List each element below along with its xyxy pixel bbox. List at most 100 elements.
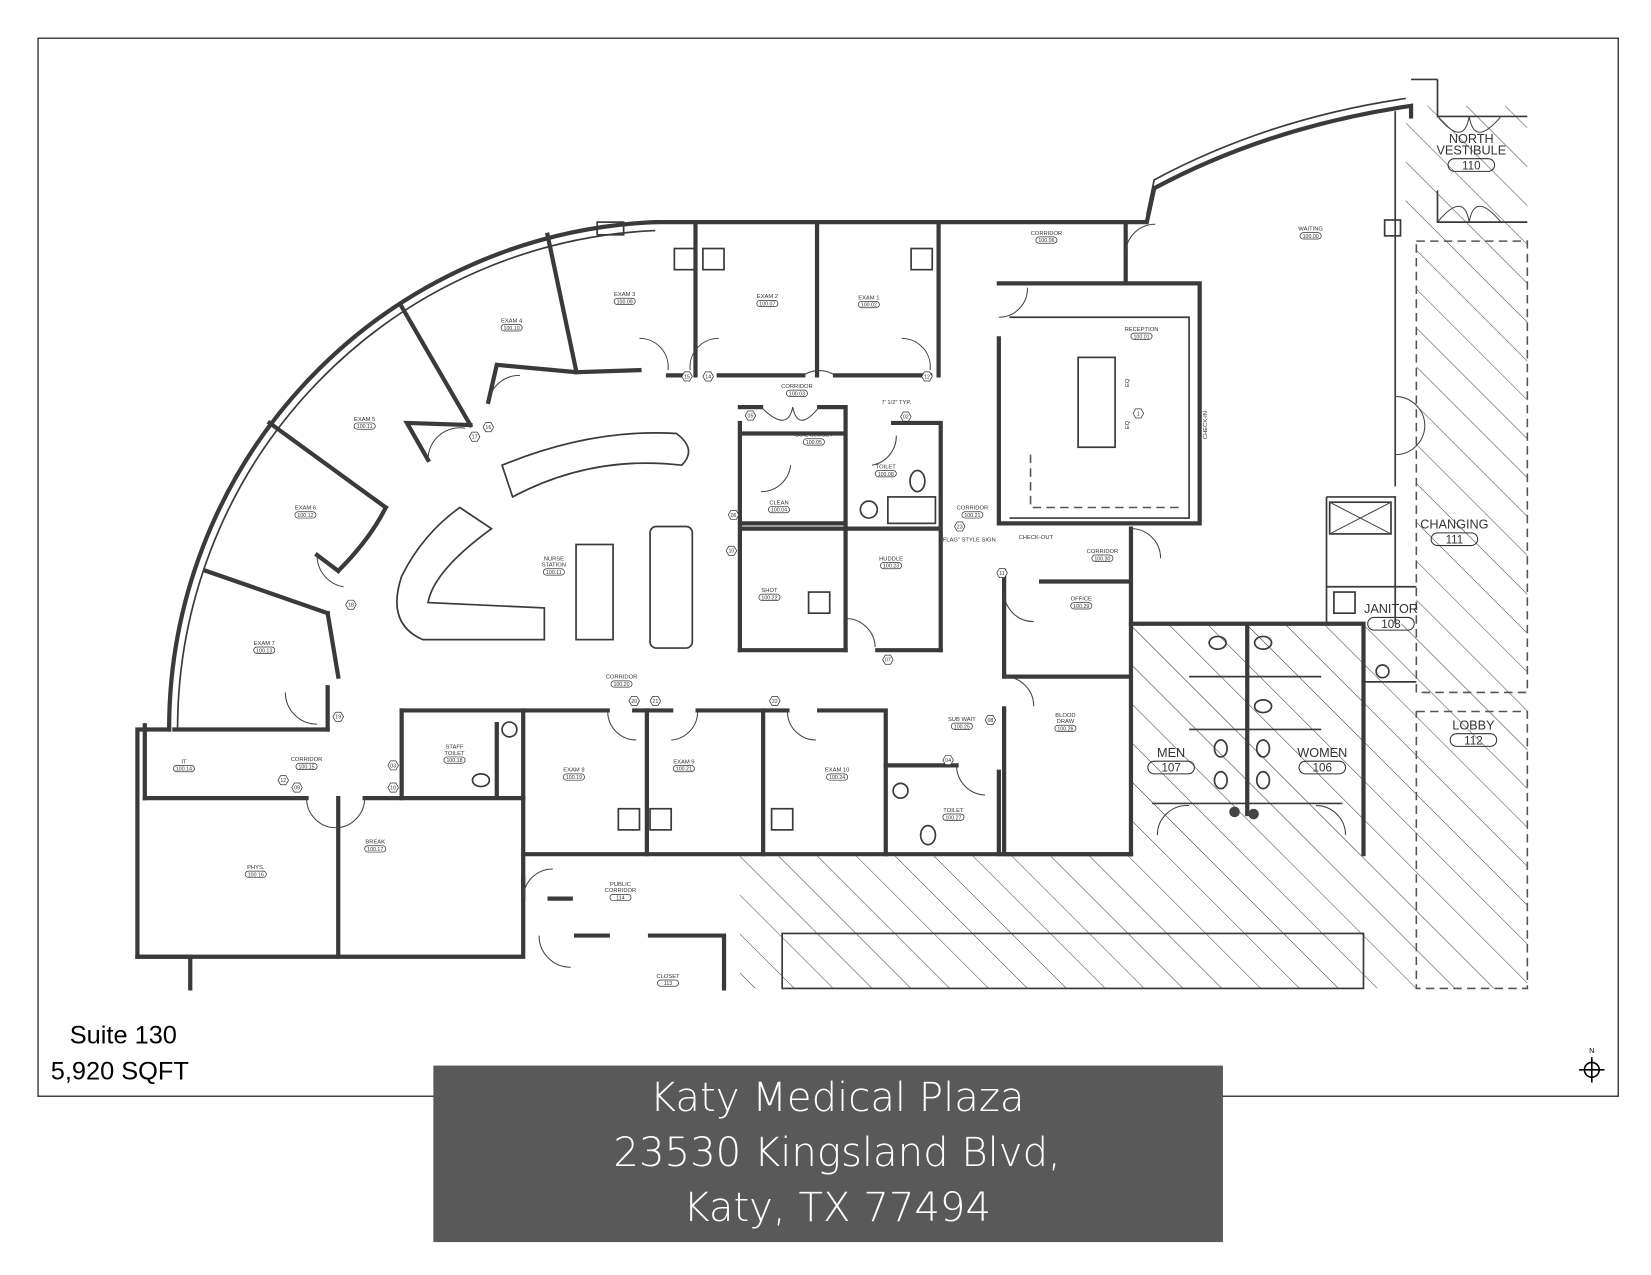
door-tag-hexagon: [332, 711, 344, 722]
room-label: JANITOR 108: [1364, 602, 1418, 631]
door-tag-number: 17: [472, 435, 478, 441]
room-number-pill: [1035, 236, 1058, 244]
room-number-pill: [443, 756, 466, 764]
room-number-pill: [244, 870, 267, 878]
door-tag-hexagon: [291, 782, 303, 793]
door-tag-number: 07: [885, 658, 891, 664]
room-number-pill: [613, 297, 636, 305]
room-number-pill: [756, 299, 779, 308]
room-number-pill: [786, 389, 808, 397]
room-number: 100.14: [176, 767, 192, 773]
support-rooms: [737, 404, 943, 653]
room-name: CORRIDOR: [1087, 549, 1119, 555]
door-tag-number: 12: [924, 374, 930, 380]
exam-walls: [172, 219, 941, 732]
door-tag: 23: [954, 521, 966, 532]
building-name: Katy Medical Plaza: [650, 1075, 1025, 1121]
room-number-pill: [857, 301, 880, 309]
door-tag-number: 23: [957, 524, 963, 530]
nurse-station-counters: [396, 432, 694, 649]
room-name: BREAK: [365, 840, 385, 846]
room-number-pill: [1298, 760, 1347, 775]
room-number-pill: [961, 511, 984, 519]
room-number: 112: [1464, 734, 1483, 747]
door-tag-number: 1: [1137, 411, 1140, 417]
room-number-pill: [1447, 158, 1496, 172]
room-name: JANITOR: [1364, 602, 1418, 616]
door-tag-hexagon: [954, 521, 966, 532]
room-number: 108: [1381, 618, 1400, 631]
door-tag-hexagon: [628, 696, 640, 706]
door-tag-number: 10: [728, 549, 734, 555]
door-tag: 02: [900, 411, 912, 422]
typ-note: 7' 1/2" TYP.: [881, 400, 911, 406]
room-number-pill: [657, 979, 679, 987]
room-label: EXAM 9 100.21: [672, 759, 695, 773]
room-number: 100.21: [964, 513, 980, 519]
door-tag-number: 04: [945, 758, 951, 764]
door-tag-hexagon: [649, 696, 662, 706]
door-tag-number: 11: [999, 571, 1005, 577]
room-number: 100.30: [1094, 556, 1110, 562]
room-label: LOBBY 112: [1449, 718, 1498, 747]
room-number: 114: [616, 896, 624, 902]
title-block: Katy Medical Plaza 23530 Kingsland Blvd,…: [433, 1065, 1223, 1243]
room-number: 100.05: [806, 440, 822, 446]
door-tag-number: 19: [335, 715, 341, 721]
room-name: EXAM 4: [501, 319, 523, 325]
room-number: 100.01: [1133, 334, 1149, 340]
door-tag: 06: [727, 509, 740, 520]
door-tag: 18: [345, 599, 357, 610]
room-number-pill: [1070, 602, 1093, 610]
door-tag: 03: [387, 760, 399, 771]
room-number: 100.09: [617, 299, 633, 305]
plumbing-fixtures: [471, 219, 1402, 846]
room-name: TOILET: [876, 464, 897, 470]
room-number: 100.21: [676, 767, 692, 773]
door-tag-hexagon: [468, 431, 481, 442]
door-tag: 12: [277, 775, 289, 786]
room-number: 100.16: [248, 872, 264, 878]
room-number-pill: [1130, 332, 1153, 340]
room-number-pill: [768, 506, 790, 514]
room-name: EXAM 5: [354, 417, 375, 423]
room-number: 100.17: [367, 847, 383, 853]
north-arrow-icon: N: [1579, 1046, 1605, 1083]
room-number: 100.18: [446, 758, 462, 764]
reception-walls: [996, 219, 1202, 526]
room-number: 100.19: [566, 775, 582, 781]
room-number-pill: [874, 470, 897, 478]
door-tag-hexagon: [882, 654, 894, 665]
door-tag-hexagon: [681, 371, 693, 382]
room-name: EXAM 9: [673, 759, 694, 765]
door-tag-number: 09: [294, 785, 300, 791]
door-tag-number: 18: [348, 603, 354, 609]
door-tag-number: 22: [772, 699, 778, 705]
room-number-pill: [1091, 554, 1114, 562]
door-tag-hexagon: [996, 568, 1008, 578]
room-name: LOBBY: [1452, 718, 1495, 732]
door-tag-hexagon: [277, 775, 289, 786]
door-tag-number: 16: [485, 425, 491, 431]
room-number-pill: [950, 722, 973, 730]
door-tag-number: 05: [748, 413, 754, 419]
door-tag-hexagon: [744, 410, 757, 421]
